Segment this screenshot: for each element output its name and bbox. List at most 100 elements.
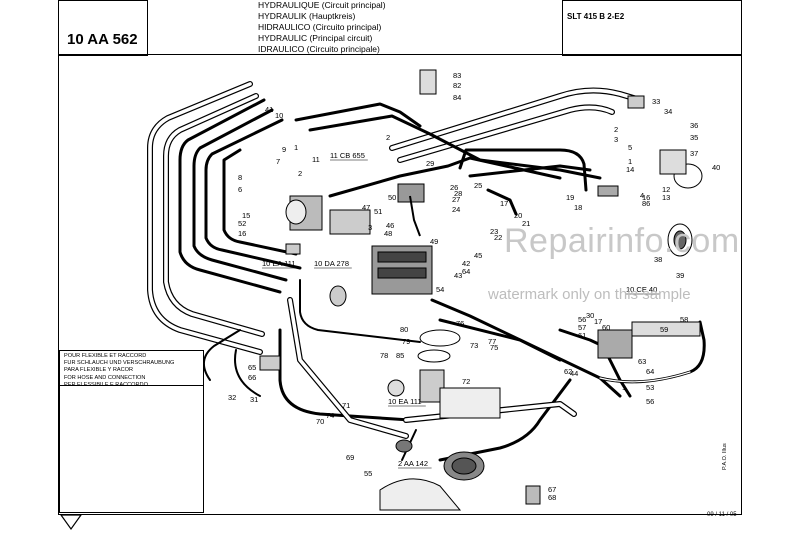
part-callout: 37 — [690, 149, 698, 158]
part-callout: 68 — [548, 493, 556, 502]
sub-assembly-ref: 2 AA 142 — [398, 459, 428, 468]
model-ref-box: SLT 415 B 2-E2 — [562, 0, 742, 56]
part-callout: 53 — [646, 383, 654, 392]
part-callout: 3 — [614, 135, 618, 144]
part-callout: 73 — [470, 341, 478, 350]
part-callout: 66 — [248, 373, 256, 382]
part-callout: 30 — [586, 311, 594, 320]
part-callout: 16 — [238, 229, 246, 238]
part-callout: 21 — [522, 219, 530, 228]
legend-title-line: PARA FLEXIBLE Y RACOR — [64, 367, 134, 374]
part-callout: 4 — [640, 191, 644, 200]
part-callout: 82 — [453, 81, 461, 90]
illustration-note: P.A.O. Illus — [722, 443, 728, 470]
legend-title-line: FOR HOSE AND CONNECTION — [64, 374, 146, 381]
revision-date: 09 / 11 / 05 — [707, 512, 737, 518]
part-callout: 41 — [265, 105, 273, 114]
part-callout: 76 — [456, 319, 464, 328]
part-callout: 33 — [652, 97, 660, 106]
part-callout: 58 — [680, 315, 688, 324]
sub-assembly-ref: 10 EA 111 — [388, 397, 422, 406]
part-callout: 36 — [690, 121, 698, 130]
part-callout: 13 — [662, 193, 670, 202]
part-callout: 2 — [614, 125, 618, 134]
part-callout: 10 — [275, 111, 283, 120]
part-callout: 42 — [462, 259, 470, 268]
part-callout: 64 — [462, 267, 470, 276]
part-callout: 56 — [578, 315, 586, 324]
part-callout: 9 — [282, 145, 286, 154]
sub-assembly-ref: 10 EA 111 — [262, 259, 296, 268]
part-callout: 60 — [602, 323, 610, 332]
title-en: HYDRAULIC (Principal circuit) — [258, 33, 373, 43]
part-callout: 15 — [242, 211, 250, 220]
part-callout: 54 — [436, 285, 444, 294]
part-callout: 2 — [386, 133, 390, 142]
part-callout: 14 — [626, 165, 634, 174]
part-callout: 5 — [628, 143, 632, 152]
part-callout: 51 — [374, 207, 382, 216]
part-callout: 34 — [664, 107, 672, 116]
diagram-code: 10 AA 562 — [67, 31, 138, 48]
part-callout: 45 — [474, 251, 482, 260]
part-callout: 52 — [238, 219, 246, 228]
part-callout: 79 — [402, 337, 410, 346]
part-callout: 25 — [474, 181, 482, 190]
part-callout: 78 — [380, 351, 388, 360]
part-callout: 69 — [346, 453, 354, 462]
part-callout: 29 — [426, 159, 434, 168]
part-callout: 77 — [488, 337, 496, 346]
part-callout: 26 — [450, 183, 458, 192]
part-callout: 35 — [690, 133, 698, 142]
hose-fitting-legend: POUR FLEXIBLE ET RACCORD FUR SCHLAUCH UN… — [59, 350, 204, 513]
part-callout: 50 — [388, 193, 396, 202]
part-callout: 59 — [660, 325, 668, 334]
part-callout: 11 — [312, 155, 320, 164]
part-callout: 72 — [462, 377, 470, 386]
part-callout: 38 — [654, 255, 662, 264]
part-callout: 49 — [430, 237, 438, 246]
part-callout: 27 — [452, 195, 460, 204]
part-callout: 62 — [564, 367, 572, 376]
part-callout: 43 — [454, 271, 462, 280]
part-callout: 44 — [570, 369, 578, 378]
legend-title-line: FUR SCHLAUCH UND VERSCHRAUBUNG — [64, 360, 175, 367]
sub-assembly-ref: 11 CB 655 — [330, 151, 365, 160]
title-it: IDRAULICO (Circuito principale) — [258, 44, 380, 54]
part-callout: 28 — [454, 189, 462, 198]
title-es: HIDRAULICO (Circuito principal) — [258, 22, 382, 32]
part-callout: 24 — [452, 205, 460, 214]
part-callout: 61 — [578, 331, 586, 340]
part-callout: 65 — [248, 363, 256, 372]
part-callout: 32 — [228, 393, 236, 402]
part-callout: 18 — [574, 203, 582, 212]
part-callout: 16 — [642, 193, 650, 202]
model-ref: SLT 415 B 2-E2 — [567, 12, 625, 21]
sub-assembly-ref: 10 DA 278 — [314, 259, 349, 268]
part-callout: 1 — [628, 157, 632, 166]
part-callout: 39 — [676, 271, 684, 280]
part-callout: 64 — [646, 367, 654, 376]
title-de: HYDRAULIK (Hauptkreis) — [258, 11, 356, 21]
title-fr: HYDRAULIQUE (Circuit principal) — [258, 0, 386, 10]
part-callout: 83 — [453, 71, 461, 80]
part-callout: 1 — [294, 143, 298, 152]
part-callout: 17 — [500, 199, 508, 208]
part-callout: 8 — [238, 173, 242, 182]
part-callout: 70 — [316, 417, 324, 426]
part-callout: 55 — [364, 469, 372, 478]
part-callout: 86 — [642, 199, 650, 208]
next-page-arrow-icon[interactable] — [60, 513, 82, 531]
part-callout: 20 — [514, 211, 522, 220]
part-callout: 6 — [238, 185, 242, 194]
part-callout: 12 — [662, 185, 670, 194]
legend-title-line: POUR FLEXIBLE ET RACCORD — [64, 353, 147, 359]
part-callout: 17 — [594, 317, 602, 326]
part-callout: 63 — [638, 357, 646, 366]
part-callout: 67 — [548, 485, 556, 494]
part-callout: 1 — [622, 383, 626, 392]
part-callout: 22 — [494, 233, 502, 242]
part-callout: 84 — [453, 93, 461, 102]
sub-assembly-ref: 10 CE 40 — [626, 285, 657, 294]
